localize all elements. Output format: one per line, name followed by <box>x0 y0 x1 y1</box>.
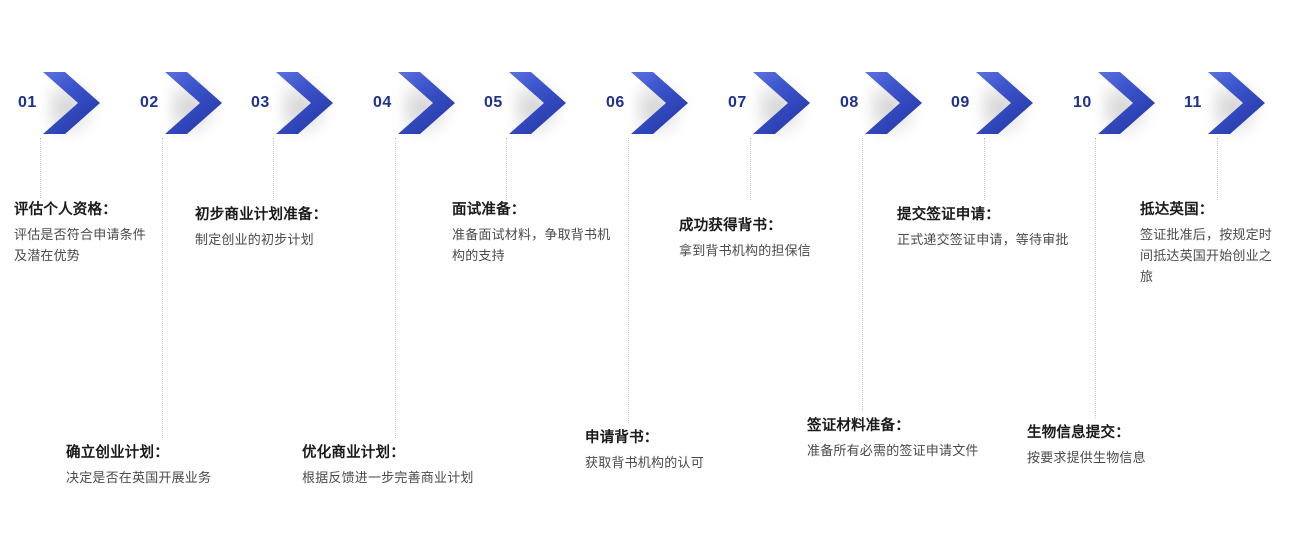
connector-line <box>395 138 396 438</box>
step-title-09: 提交签证申请： <box>897 207 1000 223</box>
step-text-08: 签证材料准备： 准备所有必需的签证申请文件 <box>807 416 1007 461</box>
step-number-02: 02 <box>140 94 159 111</box>
step-text-07: 成功获得背书： 拿到背书机构的担保信 <box>679 216 855 261</box>
connector-line <box>984 138 985 200</box>
connector-line <box>162 138 163 438</box>
step-number-04: 04 <box>373 94 392 111</box>
step-desc-08: 准备所有必需的签证申请文件 <box>807 443 979 459</box>
step-text-05: 面试准备： 准备面试材料，争取背书机构的支持 <box>452 200 622 266</box>
connector-line <box>750 138 751 200</box>
step-marker-03[interactable]: 03 <box>251 72 333 140</box>
step-title-07: 成功获得背书： <box>679 218 782 234</box>
step-desc-05: 准备面试材料，争取背书机构的支持 <box>452 227 611 264</box>
step-desc-06: 获取背书机构的认可 <box>585 455 704 471</box>
step-number-05: 05 <box>484 94 503 111</box>
connector-line <box>40 138 41 198</box>
step-text-09: 提交签证申请： 正式递交签证申请，等待审批 <box>897 205 1073 250</box>
step-desc-01: 评估是否符合申请条件及潜在优势 <box>14 227 147 264</box>
chevron-icon-03 <box>275 72 333 140</box>
step-marker-05[interactable]: 05 <box>484 72 566 140</box>
step-number-08: 08 <box>840 94 859 111</box>
chevron-icon-06 <box>630 72 688 140</box>
step-marker-07[interactable]: 07 <box>728 72 810 140</box>
step-number-06: 06 <box>606 94 625 111</box>
step-desc-02: 决定是否在英国开展业务 <box>66 470 212 486</box>
chevron-icon-09 <box>975 72 1033 140</box>
step-title-06: 申请背书： <box>585 430 659 446</box>
step-text-10: 生物信息提交： 按要求提供生物信息 <box>1027 423 1203 468</box>
step-desc-03: 制定创业的初步计划 <box>195 232 314 248</box>
step-desc-04: 根据反馈进一步完善商业计划 <box>302 470 474 486</box>
step-title-10: 生物信息提交： <box>1027 425 1130 441</box>
chevron-icon-11 <box>1207 72 1265 140</box>
step-marker-01[interactable]: 01 <box>18 72 100 140</box>
step-title-05: 面试准备： <box>452 202 526 218</box>
step-desc-09: 正式递交签证申请，等待审批 <box>897 232 1069 248</box>
step-text-04: 优化商业计划： 根据反馈进一步完善商业计划 <box>302 443 502 488</box>
step-title-08: 签证材料准备： <box>807 418 910 434</box>
chevron-icon-08 <box>864 72 922 140</box>
step-title-04: 优化商业计划： <box>302 445 405 461</box>
chevron-icon-05 <box>508 72 566 140</box>
step-number-10: 10 <box>1073 94 1092 111</box>
step-marker-06[interactable]: 06 <box>606 72 688 140</box>
chevron-icon-10 <box>1097 72 1155 140</box>
chevron-icon-01 <box>42 72 100 140</box>
step-text-03: 初步商业计划准备： 制定创业的初步计划 <box>195 205 371 250</box>
step-marker-09[interactable]: 09 <box>951 72 1033 140</box>
step-desc-10: 按要求提供生物信息 <box>1027 450 1146 466</box>
chevron-icon-07 <box>752 72 810 140</box>
step-number-11: 11 <box>1184 94 1202 111</box>
step-text-11: 抵达英国： 签证批准后，按规定时间抵达英国开始创业之旅 <box>1140 200 1280 287</box>
connector-line <box>1217 138 1218 200</box>
step-marker-11[interactable]: 11 <box>1184 72 1265 140</box>
step-desc-07: 拿到背书机构的担保信 <box>679 243 812 259</box>
step-desc-11: 签证批准后，按规定时间抵达英国开始创业之旅 <box>1140 227 1273 285</box>
step-title-01: 评估个人资格： <box>14 202 117 218</box>
connector-line <box>506 138 507 200</box>
chevron-icon-02 <box>164 72 222 140</box>
step-number-03: 03 <box>251 94 270 111</box>
connector-line <box>862 138 863 411</box>
connector-line <box>628 138 629 423</box>
step-title-03: 初步商业计划准备： <box>195 207 328 223</box>
step-number-07: 07 <box>728 94 747 111</box>
step-marker-08[interactable]: 08 <box>840 72 922 140</box>
step-marker-10[interactable]: 10 <box>1073 72 1155 140</box>
step-number-01: 01 <box>18 94 37 111</box>
step-title-02: 确立创业计划： <box>66 445 169 461</box>
connector-line <box>273 138 274 200</box>
step-marker-04[interactable]: 04 <box>373 72 455 140</box>
connector-line <box>1095 138 1096 418</box>
step-marker-02[interactable]: 02 <box>140 72 222 140</box>
step-title-11: 抵达英国： <box>1140 202 1214 218</box>
chevron-icon-04 <box>397 72 455 140</box>
step-text-02: 确立创业计划： 决定是否在英国开展业务 <box>66 443 242 488</box>
step-text-06: 申请背书： 获取背书机构的认可 <box>585 428 761 473</box>
step-text-01: 评估个人资格： 评估是否符合申请条件及潜在优势 <box>14 200 146 266</box>
step-number-09: 09 <box>951 94 970 111</box>
